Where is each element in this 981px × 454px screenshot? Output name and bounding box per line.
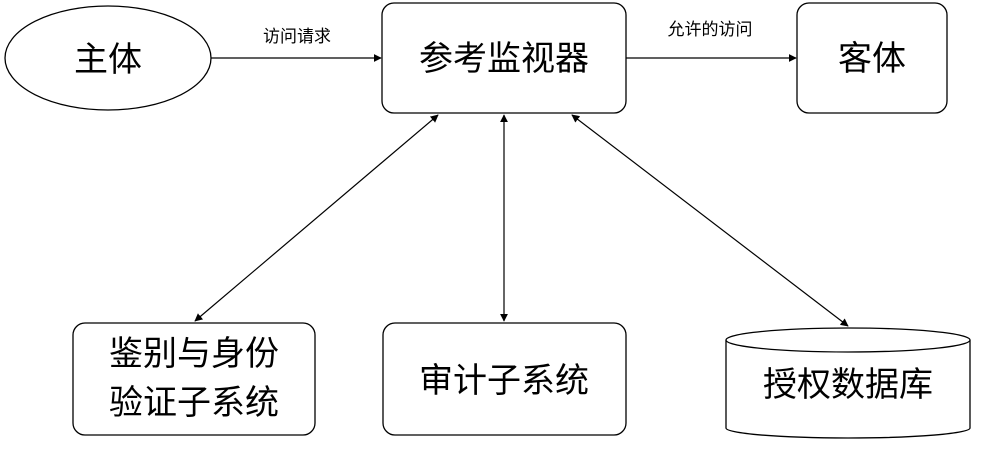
audit-subsystem-label: 审计子系统 — [419, 361, 589, 401]
subject-label: 主体 — [74, 40, 142, 80]
monitor-auth-arrow — [194, 114, 439, 322]
auth-subsystem-line1: 鉴别与身份 — [109, 334, 279, 374]
object-node: 客体 — [796, 2, 948, 114]
monitor-authdb-arrow — [571, 114, 849, 327]
object-label: 客体 — [838, 39, 906, 79]
access-request-label: 访问请求 — [263, 27, 331, 47]
reference-monitor-label: 参考监视器 — [419, 39, 589, 79]
authorization-db-label: 授权数据库 — [763, 365, 933, 405]
authorization-db-node: 授权数据库 — [725, 327, 971, 439]
reference-monitor-node: 参考监视器 — [381, 2, 627, 114]
auth-subsystem-node: 鉴别与身份 验证子系统 — [72, 322, 316, 436]
subject-node: 主体 — [4, 5, 212, 111]
audit-subsystem-node: 审计子系统 — [382, 322, 627, 436]
auth-subsystem-line2: 验证子系统 — [109, 383, 279, 423]
permitted-access-label: 允许的访问 — [668, 20, 753, 40]
